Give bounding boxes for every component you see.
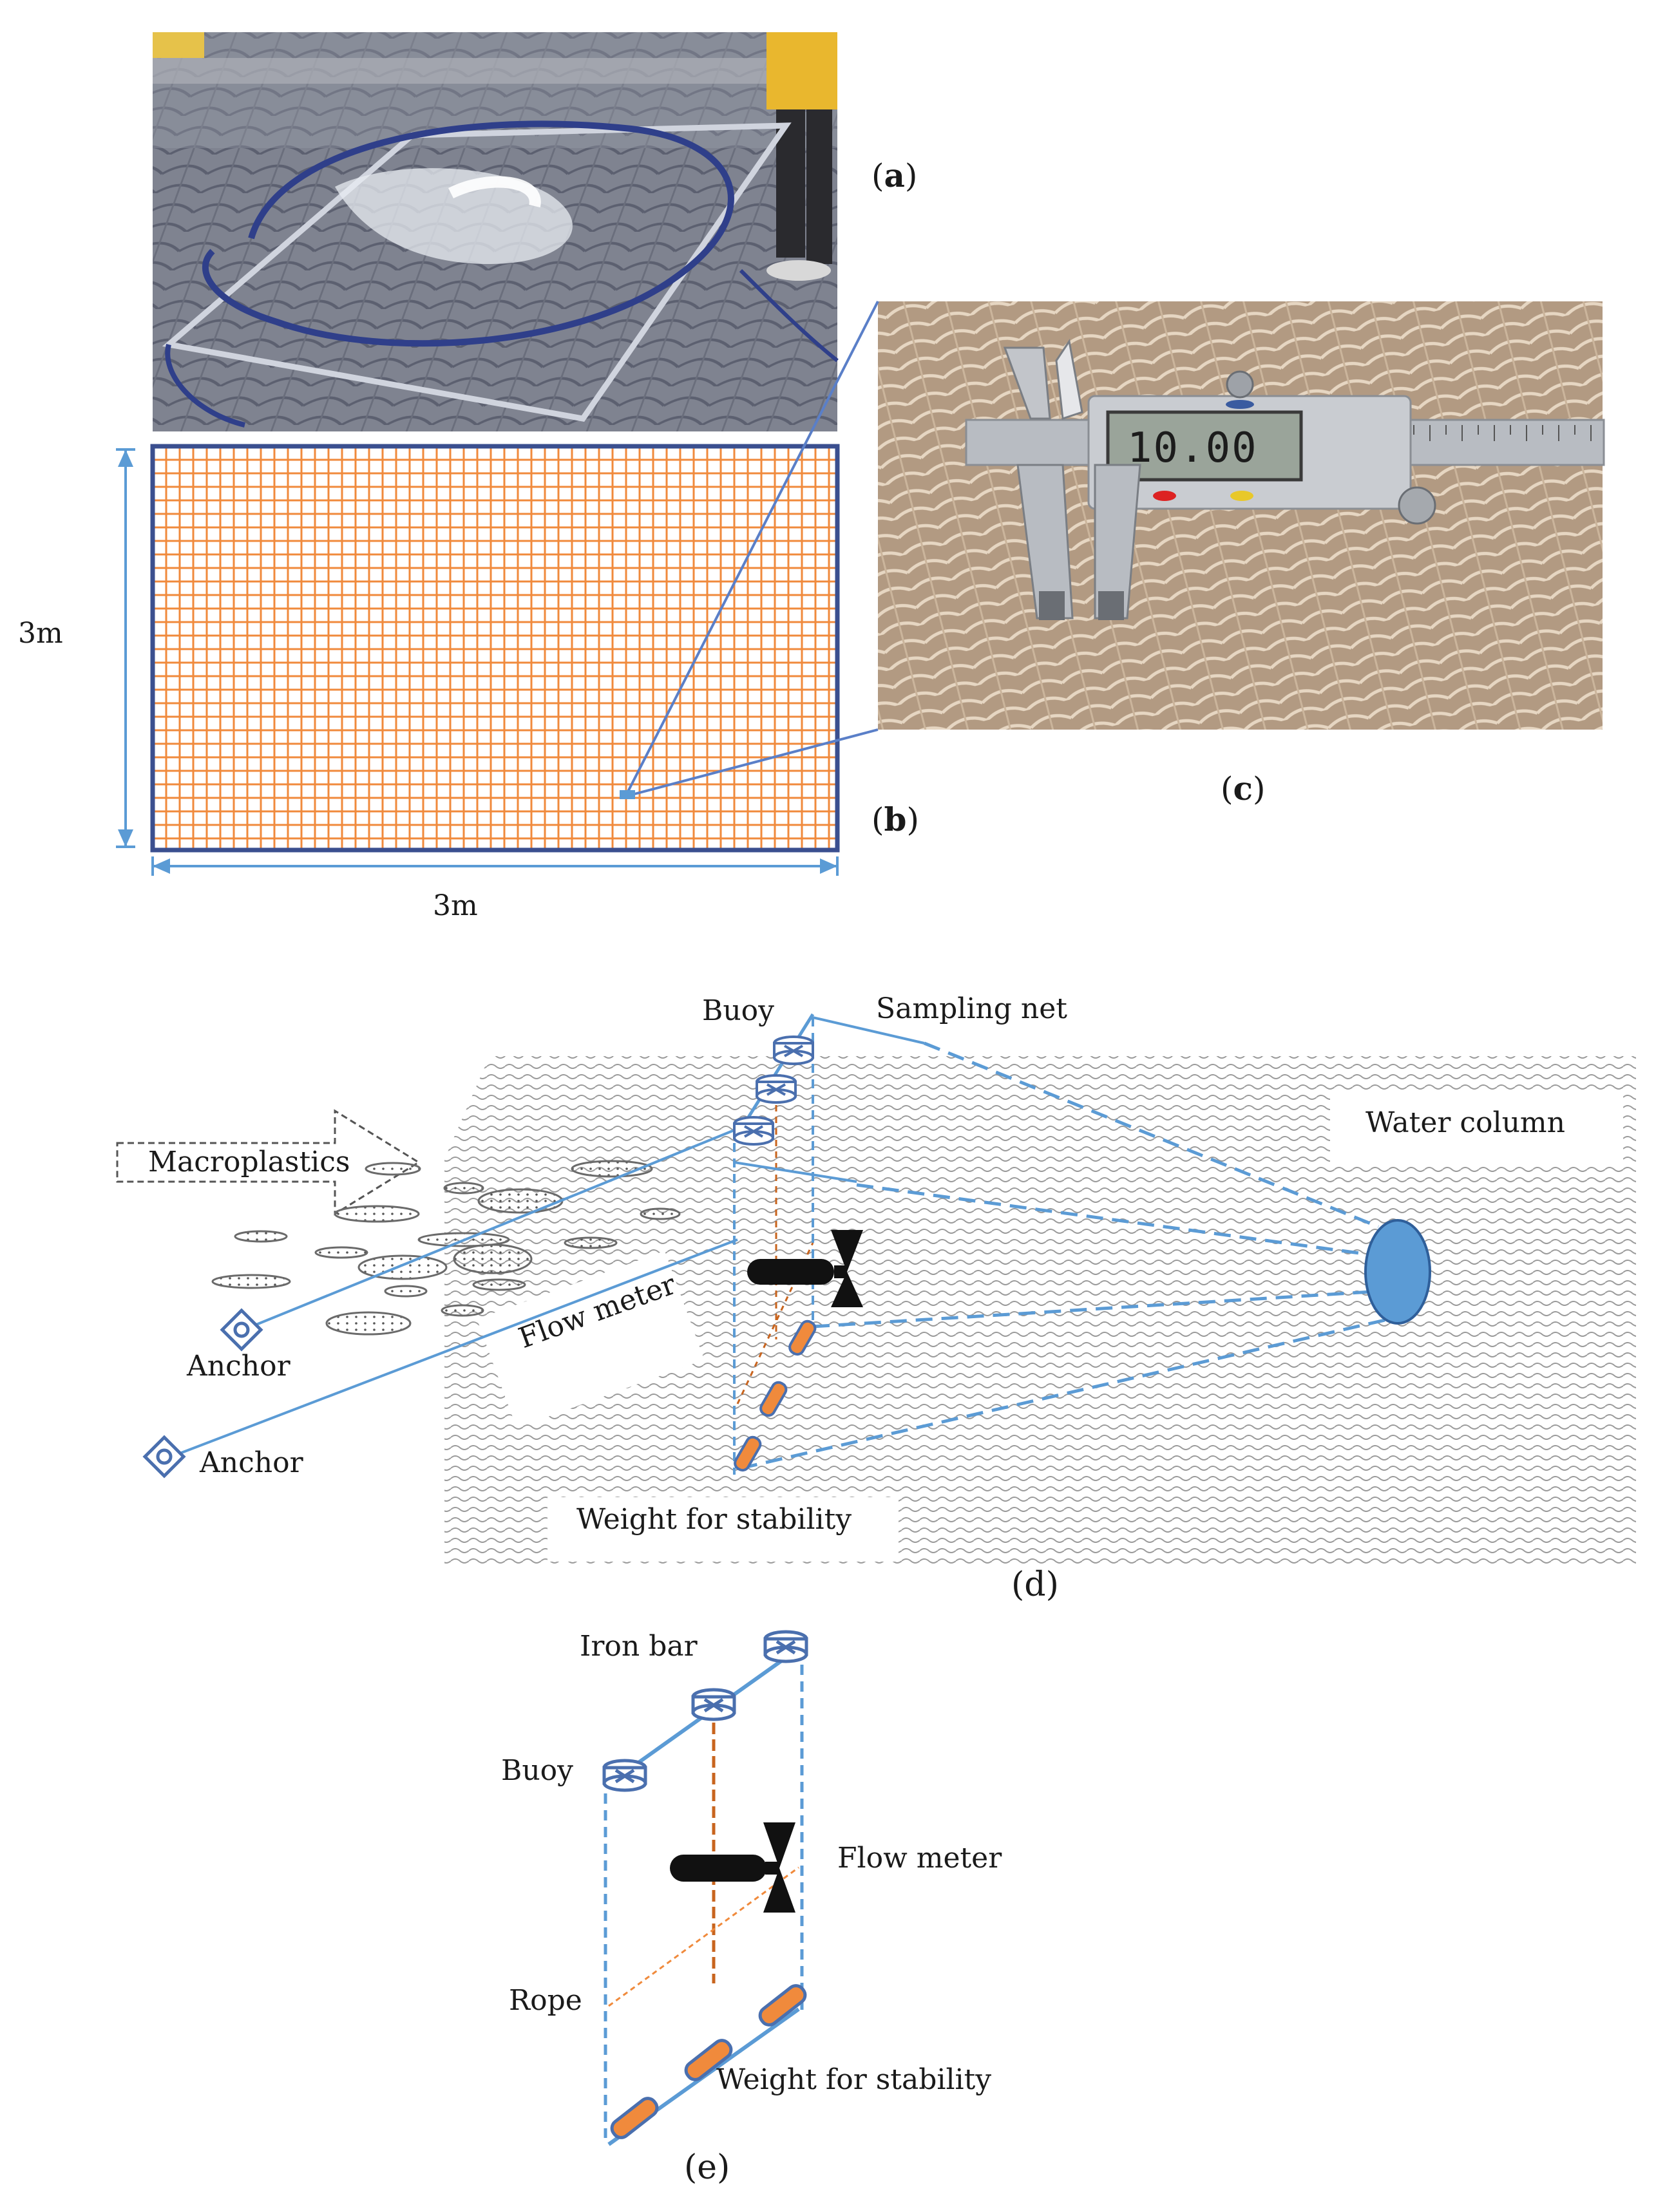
caliper-readout: 10.00 bbox=[1127, 424, 1258, 472]
label-weight-e: Weight for stability bbox=[716, 2063, 992, 2096]
label-anchor-2: Anchor bbox=[200, 1446, 303, 1479]
anchor-icon bbox=[220, 1308, 263, 1352]
label-anchor-1: Anchor bbox=[187, 1350, 290, 1383]
grid-height-label: 3m bbox=[18, 617, 63, 650]
label-sampling-net: Sampling net bbox=[876, 992, 1067, 1025]
label-weight-for-stability: Weight for stability bbox=[576, 1503, 852, 1536]
label-flow-meter-e: Flow meter bbox=[837, 1842, 1002, 1875]
flow-meter-icon bbox=[747, 1230, 863, 1307]
panel-label-d: (d) bbox=[1011, 1565, 1059, 1604]
panel-label-a: (a) bbox=[871, 156, 918, 194]
label-water-column: Water column bbox=[1366, 1106, 1565, 1139]
cod-end bbox=[1364, 1219, 1431, 1325]
label-buoy: Buoy bbox=[702, 994, 775, 1027]
flow-meter-icon bbox=[670, 1822, 795, 1913]
label-macroplastics: Macroplastics bbox=[148, 1146, 350, 1178]
label-iron-bar: Iron bar bbox=[580, 1630, 698, 1663]
panel-label-c: (c) bbox=[1221, 770, 1266, 808]
label-rope: Rope bbox=[509, 1984, 582, 2017]
grid-width-label: 3m bbox=[433, 889, 478, 922]
label-buoy-e: Buoy bbox=[501, 1754, 574, 1787]
panel-label-b: (b) bbox=[871, 800, 919, 838]
panel-label-e: (e) bbox=[684, 2148, 730, 2187]
mesh-cell-highlight bbox=[620, 790, 635, 799]
